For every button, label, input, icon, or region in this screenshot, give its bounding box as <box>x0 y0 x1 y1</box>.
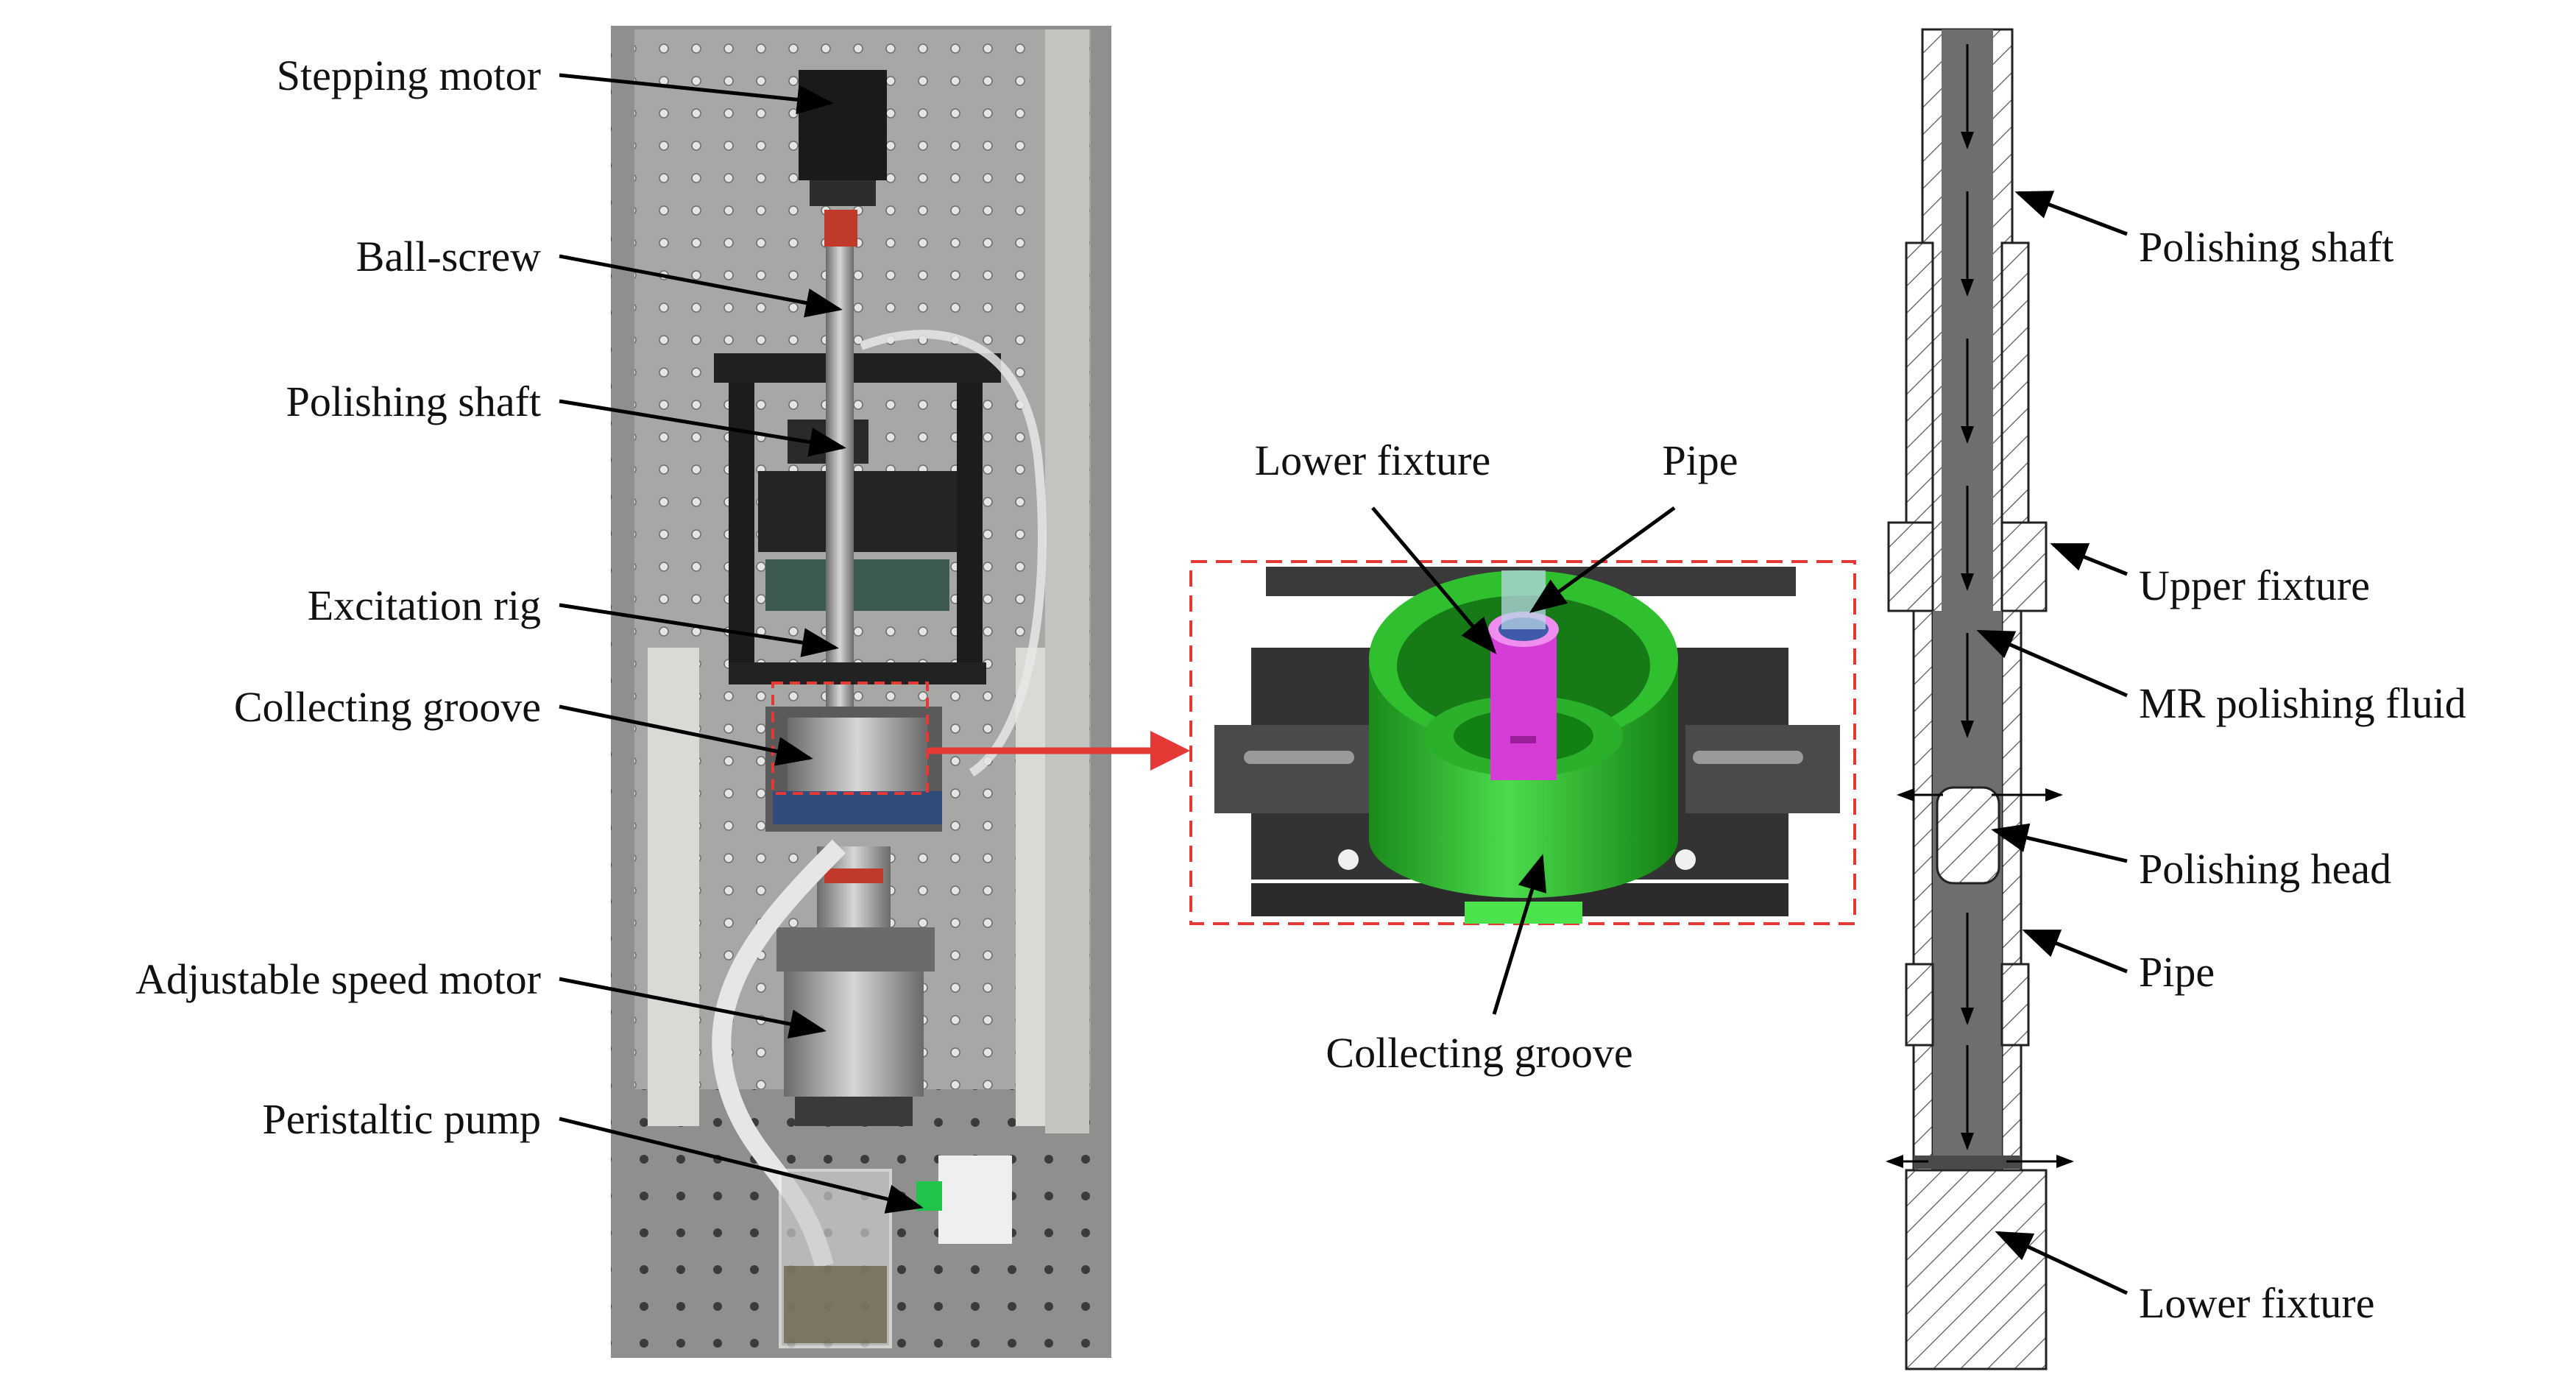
detail-labels: Lower fixture Pipe Collecting groove <box>1255 436 1738 1077</box>
label-collecting-groove: Collecting groove <box>234 683 541 731</box>
label-polishing-shaft-section: Polishing shaft <box>2139 223 2393 271</box>
label-lower-fixture-detail: Lower fixture <box>1255 436 1490 484</box>
label-ball-screw: Ball-screw <box>356 233 541 280</box>
section-labels: Polishing shaft Upper fixture MR polishi… <box>2139 223 2466 1327</box>
detail-pointers <box>1371 506 1676 1015</box>
label-excitation-rig: Excitation rig <box>308 581 541 629</box>
collecting-groove-detail <box>1189 560 1856 925</box>
label-pipe-detail: Pipe <box>1662 436 1738 484</box>
cross-section <box>1886 28 2074 1370</box>
label-polishing-head: Polishing head <box>2139 845 2391 893</box>
label-polishing-shaft: Polishing shaft <box>286 378 541 425</box>
label-pipe-section: Pipe <box>2139 948 2215 996</box>
label-stepping-motor: Stepping motor <box>277 52 541 99</box>
label-collecting-groove-detail: Collecting groove <box>1326 1029 1632 1077</box>
label-upper-fixture: Upper fixture <box>2139 562 2370 609</box>
photo-labels: Stepping motor Ball-screw Polishing shaf… <box>135 52 541 1143</box>
photo-pointers <box>559 73 924 1214</box>
label-mr-polishing-fluid: MR polishing fluid <box>2139 679 2466 727</box>
label-lower-fixture-section: Lower fixture <box>2139 1279 2374 1327</box>
label-adjustable-speed-motor: Adjustable speed motor <box>135 955 541 1003</box>
apparatus-photo <box>611 26 1111 1358</box>
section-pointers <box>1976 191 2129 1295</box>
label-peristaltic-pump: Peristaltic pump <box>262 1095 541 1143</box>
